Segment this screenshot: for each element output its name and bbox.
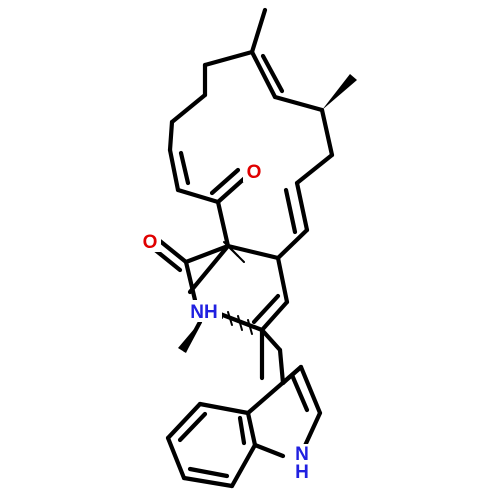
bond [197, 401, 251, 416]
lactam-ring-bonds [151, 238, 290, 386]
label-background [139, 230, 161, 252]
bond [215, 199, 231, 249]
atom-labels: O O NH N H [139, 160, 318, 483]
bond [249, 7, 268, 55]
double-bond-inner [283, 187, 298, 235]
double-bond-inner [177, 411, 208, 443]
lactam-nh-label: NH [190, 302, 217, 323]
double-bond [215, 174, 249, 205]
methyl-wedge [178, 322, 200, 353]
indole-ring [165, 364, 323, 489]
bond [183, 243, 231, 265]
double-bond [181, 475, 235, 489]
bond [275, 255, 290, 305]
label-background [186, 300, 222, 322]
label-background [286, 444, 318, 476]
double-bond-inner [251, 293, 281, 325]
bond [245, 410, 258, 448]
double-bond [294, 180, 310, 233]
double-bond [157, 238, 189, 265]
hash [237, 315, 243, 331]
double-bond-inner [237, 415, 247, 446]
double-bond-inner [178, 150, 191, 186]
hash [247, 319, 253, 335]
double-bond-inner [260, 53, 285, 94]
bond [272, 94, 325, 113]
bond [252, 442, 286, 459]
bond [259, 327, 283, 353]
bond [319, 107, 335, 158]
bond [300, 410, 323, 453]
methyl-groups [322, 74, 357, 110]
methyl-wedge [322, 74, 357, 110]
bond [225, 243, 281, 261]
bond [167, 119, 175, 153]
double-bond-inner [151, 246, 183, 273]
ketone-oxygen-label: O [247, 162, 262, 183]
hash [227, 245, 245, 263]
bond [183, 259, 198, 303]
lactam-oxygen-label: O [143, 232, 158, 253]
bond [175, 187, 221, 205]
macrocycle-bonds [167, 7, 335, 261]
ketone-group [209, 167, 249, 205]
double-bond-inner [289, 372, 310, 413]
bond [202, 49, 255, 68]
label-background [243, 160, 265, 182]
double-bond [165, 401, 203, 441]
indole-n-label: N [295, 444, 309, 465]
double-bond [167, 147, 181, 193]
double-bond [259, 299, 290, 333]
double-bond [249, 49, 278, 100]
indole-nh-hydrogen-label: H [295, 462, 309, 483]
bond [187, 243, 231, 295]
bond [169, 92, 208, 125]
double-bond [298, 364, 323, 416]
bond [229, 442, 258, 489]
hash [227, 311, 233, 326]
bond [275, 227, 310, 261]
double-bond-inner [187, 466, 230, 479]
bond [165, 435, 187, 481]
double-bond-inner [209, 167, 241, 196]
bond [294, 152, 335, 186]
bond [277, 347, 286, 386]
